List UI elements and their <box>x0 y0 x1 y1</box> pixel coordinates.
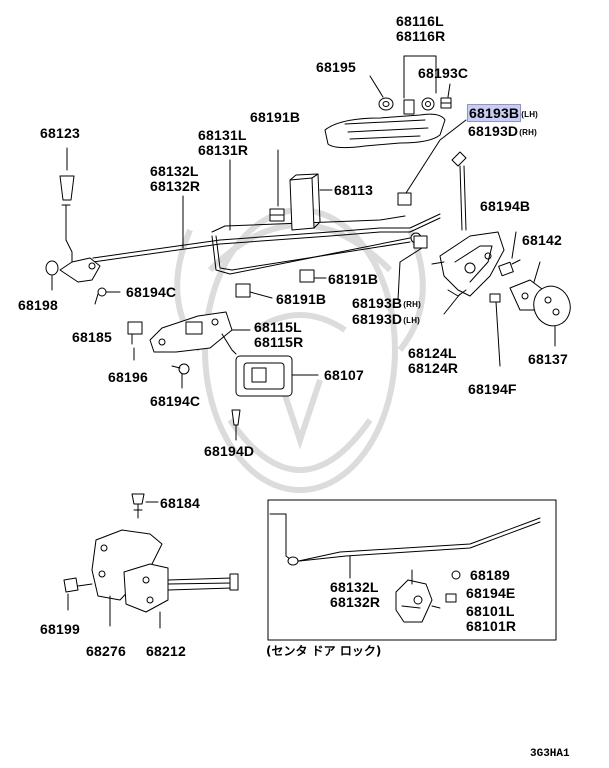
label-68124-r: 68124R <box>408 360 459 376</box>
label-68113: 68113 <box>334 182 374 198</box>
label-68115: 68115L 68115R <box>254 320 303 350</box>
label-68193D-top-number: 68193D <box>468 123 519 139</box>
label-68184: 68184 <box>160 495 200 511</box>
label-68193C: 68193C <box>418 65 469 81</box>
label-68194F: 68194F <box>468 381 517 397</box>
label-68191B-low: 68191B <box>276 291 327 307</box>
label-68193B-mid-number: 68193B <box>352 295 403 311</box>
screw-68194B-part <box>498 231 521 277</box>
clip-68191B-mid-part <box>299 269 327 283</box>
label-68132-inset: 68132L 68132R <box>330 580 380 610</box>
clip-68193-mid-part <box>397 235 428 301</box>
label-68193B-top-number: 68193B <box>466 104 522 122</box>
label-68194C-left: 68194C <box>126 284 177 300</box>
leader-68185 <box>94 293 99 305</box>
clip-68193-top-part <box>397 119 467 206</box>
label-68115-l: 68115L <box>254 319 302 335</box>
lock-knob-68123-part <box>59 147 75 265</box>
bushing-68195-part <box>378 97 394 111</box>
label-68132-inset-l: 68132L <box>330 579 379 595</box>
label-68191B-mid: 68191B <box>328 271 379 287</box>
label-68193D-mid-suffix: (LH) <box>403 316 421 325</box>
label-68193D-mid: 68193D(LH) <box>352 312 420 328</box>
label-68193B-top-suffix: (LH) <box>521 110 539 119</box>
label-68194D: 68194D <box>204 443 255 459</box>
leader-68193C <box>447 83 451 98</box>
label-68276: 68276 <box>86 643 126 659</box>
label-68115-r: 68115R <box>254 334 304 350</box>
label-68116-l: 68116L <box>396 13 444 29</box>
label-68101-r: 68101R <box>466 618 517 634</box>
screw-68194C-left-part <box>97 287 121 297</box>
label-68194B: 68194B <box>480 198 531 214</box>
bolt-68199-part <box>63 577 93 611</box>
label-68198: 68198 <box>18 297 58 313</box>
label-68101: 68101L 68101R <box>466 604 516 634</box>
leader-68195 <box>369 75 384 98</box>
label-68199: 68199 <box>40 621 80 637</box>
label-68131-r: 68131R <box>198 142 249 158</box>
label-68137: 68137 <box>528 351 568 367</box>
insulator-68113-part <box>289 173 333 231</box>
clip-68184-part <box>131 493 159 519</box>
label-68132-top: 68132L 68132R <box>150 164 200 194</box>
grommet-68198-part <box>45 257 101 291</box>
screw-68194D-part <box>231 409 241 441</box>
label-68101-l: 68101L <box>466 603 515 619</box>
label-68196: 68196 <box>108 369 148 385</box>
leader-68116 <box>403 55 437 99</box>
bracket-68115-part <box>149 311 251 355</box>
label-68193B-top: 68193B(LH) <box>466 104 539 122</box>
clip-68193C-part <box>440 97 452 109</box>
label-68131-l: 68131L <box>198 127 247 143</box>
label-68191B-top: 68191B <box>250 109 301 125</box>
label-68116-r: 68116R <box>396 28 446 44</box>
diagram-code: 3G3HA1 <box>530 748 570 760</box>
label-68193B-mid: 68193B(RH) <box>352 296 421 312</box>
label-68194E: 68194E <box>466 585 516 601</box>
label-68194C-low: 68194C <box>150 393 201 409</box>
label-68124: 68124L 68124R <box>408 346 458 376</box>
label-68132-top-r: 68132R <box>150 178 201 194</box>
label-68193D-top: 68193D(RH) <box>468 124 537 140</box>
label-68193D-mid-number: 68193D <box>352 311 403 327</box>
door-check-68212-part <box>123 563 239 629</box>
label-68132-inset-r: 68132R <box>330 594 381 610</box>
label-68189: 68189 <box>470 567 510 583</box>
label-68116: 68116L 68116R <box>396 14 445 44</box>
door-check-68276-part <box>91 529 163 627</box>
label-68193D-top-suffix: (RH) <box>519 128 537 137</box>
screw-68194C-low-part <box>171 363 190 389</box>
label-68123: 68123 <box>40 125 80 141</box>
label-68124-l: 68124L <box>408 345 457 361</box>
latch-68124-part <box>431 151 505 315</box>
clip-68191B-top-part <box>269 149 285 222</box>
label-68132-top-l: 68132L <box>150 163 199 179</box>
label-68131: 68131L 68131R <box>198 128 248 158</box>
label-68212: 68212 <box>146 643 186 659</box>
shim-68137-part <box>533 285 571 347</box>
center-door-lock-inset <box>267 499 557 641</box>
label-68107: 68107 <box>324 367 364 383</box>
inside-handle-68107-part <box>235 355 319 397</box>
clip-68191B-low-part <box>235 283 273 299</box>
label-68185: 68185 <box>72 329 112 345</box>
inset-caption: (センタ ドア ロック) <box>266 644 382 658</box>
label-68142: 68142 <box>522 232 562 248</box>
outside-handle-part <box>324 97 446 149</box>
label-68193B-mid-suffix: (RH) <box>403 300 421 309</box>
label-68195: 68195 <box>316 59 356 75</box>
clip-68185-part <box>127 321 143 345</box>
screw-68194F-part <box>489 293 501 367</box>
